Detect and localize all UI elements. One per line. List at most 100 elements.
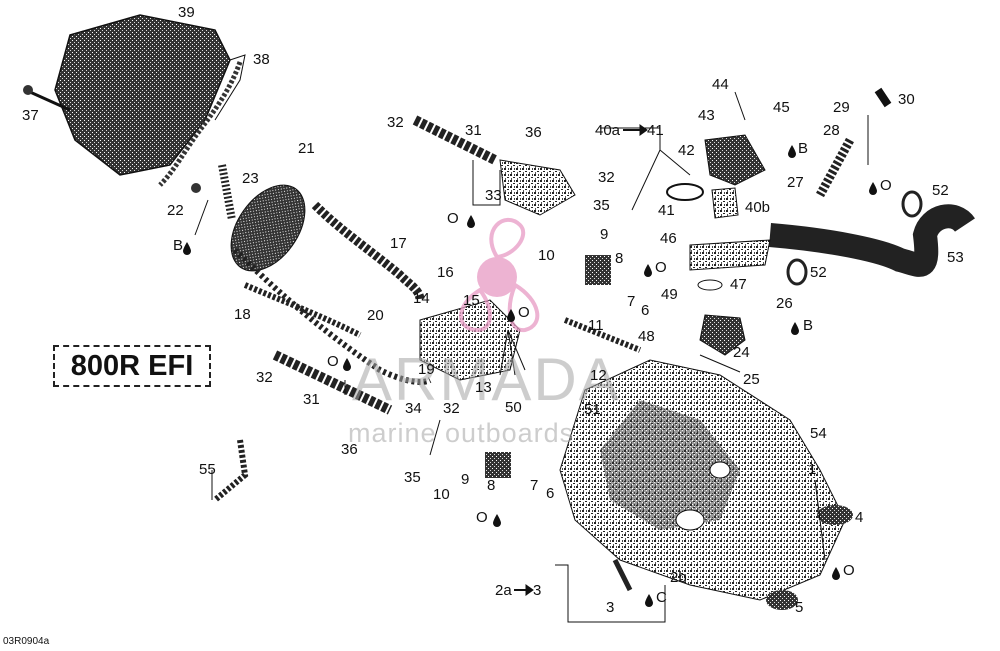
oil-filter-cap (766, 590, 798, 610)
callout-32-mid: 32 (443, 400, 460, 417)
callout-36-upper: 36 (525, 124, 542, 141)
propeller-logo (459, 217, 540, 333)
temperature-sensor (874, 87, 892, 108)
stud-28 (816, 137, 854, 198)
callout-35-lower: 35 (404, 469, 421, 486)
head-bolt (23, 85, 71, 112)
coolant-pipe (689, 239, 771, 271)
callout-49: 49 (661, 286, 678, 303)
callout-17: 17 (390, 235, 407, 252)
clamp-52 (901, 190, 923, 218)
camshaft-upper (412, 115, 498, 165)
callout-4: 4 (855, 509, 864, 526)
elbow-fitting (699, 314, 746, 356)
callout-18: 18 (234, 306, 251, 323)
drawing-code: 03R0904a (3, 636, 50, 647)
callout-53: 53 (947, 249, 964, 266)
arrow-icon (514, 124, 648, 596)
valve-stem (563, 317, 642, 353)
callout-28: 28 (823, 122, 840, 139)
callout-26: 26 (776, 295, 793, 312)
callout-2b: 2b (670, 569, 687, 586)
callout-54: 54 (810, 425, 827, 442)
callout-29: 29 (833, 99, 850, 116)
callout-40a: 40a (595, 122, 621, 139)
model-badge: 800R EFI (53, 345, 211, 387)
callout-7-lower: 7 (530, 477, 539, 494)
callout-32-right: 32 (598, 169, 615, 186)
drain-plug (817, 505, 853, 525)
callout-27: 27 (787, 174, 804, 191)
callout-oil-marker-e: O (476, 509, 488, 526)
callout-16: 16 (437, 264, 454, 281)
callout-21: 21 (298, 140, 315, 157)
clamp-52b (786, 258, 808, 286)
crankcase-assembly (559, 359, 846, 601)
callout-3: 3 (606, 599, 615, 616)
callout-oil-marker-b: O (655, 259, 667, 276)
washer (191, 183, 201, 193)
callout-2a: 2a (495, 582, 512, 599)
callout-41-top: 41 (647, 122, 664, 139)
callout-6-upper: 6 (641, 302, 650, 319)
callout-27-marker: O (880, 177, 892, 194)
o-ring-41 (666, 183, 704, 201)
callout-15: 15 (463, 292, 480, 309)
callout-23: 23 (242, 170, 259, 187)
callout-31-upper: 31 (465, 122, 482, 139)
callout-10-lower: 10 (433, 486, 450, 503)
lubricant-drop-icons (183, 145, 877, 607)
callout-12: 12 (590, 367, 607, 384)
callout-9-upper: 9 (600, 226, 609, 243)
callout-47: 47 (730, 276, 747, 293)
callout-37: 37 (22, 107, 39, 124)
callout-26-marker: B (803, 317, 814, 334)
callout-46: 46 (660, 230, 677, 247)
callout-8-upper: 8 (615, 250, 624, 267)
watermark-title: ARMADA (352, 346, 621, 413)
valve-spring-upper (585, 255, 611, 285)
callout-50: 50 (505, 399, 522, 416)
callout-41: 41 (658, 202, 675, 219)
camshaft-lower (272, 350, 393, 415)
callout-45-marker: B (798, 140, 809, 157)
bolt-3 (612, 558, 633, 592)
callout-oil-marker-a: O (447, 210, 459, 227)
callout-10-upper: 10 (538, 247, 555, 264)
callout-42: 42 (678, 142, 695, 159)
callout-14: 14 (413, 290, 430, 307)
leader-lines (194, 91, 869, 623)
callout-11: 11 (588, 317, 604, 334)
callout-24: 24 (733, 344, 750, 361)
callout-48: 48 (638, 328, 655, 345)
callout-22-marker: B (173, 237, 184, 254)
thermostat-housing (704, 134, 766, 186)
valve-spring-lower (485, 452, 511, 478)
chain-guide-a (232, 247, 432, 385)
callout-6-lower: 6 (546, 485, 555, 502)
callout-22: 22 (167, 202, 184, 219)
callout-oil-marker-f: O (843, 562, 855, 579)
callout-7-upper: 7 (627, 293, 636, 310)
callout-55: 55 (199, 461, 216, 478)
callout-20: 20 (367, 307, 384, 324)
tensioner-spring (218, 164, 236, 221)
thermostat (711, 187, 739, 219)
callout-1: 1 (808, 461, 817, 478)
callout-9-lower: 9 (461, 471, 470, 488)
callout-51: 51 (584, 401, 601, 418)
callout-oil-marker-c: O (518, 304, 530, 321)
callout-36-lower: 36 (341, 441, 358, 458)
o-ring-47 (697, 279, 723, 291)
callout-13: 13 (475, 379, 492, 396)
cylinder-head (54, 14, 246, 176)
callout-5: 5 (795, 599, 804, 616)
callout-34: 34 (405, 400, 422, 417)
rocker-assembly (419, 159, 576, 381)
callout-33: 33 (485, 187, 502, 204)
watermark-subtitle: marine outboards (348, 418, 575, 448)
callout-40b: 40b (745, 199, 771, 216)
callout-45: 45 (773, 99, 790, 116)
